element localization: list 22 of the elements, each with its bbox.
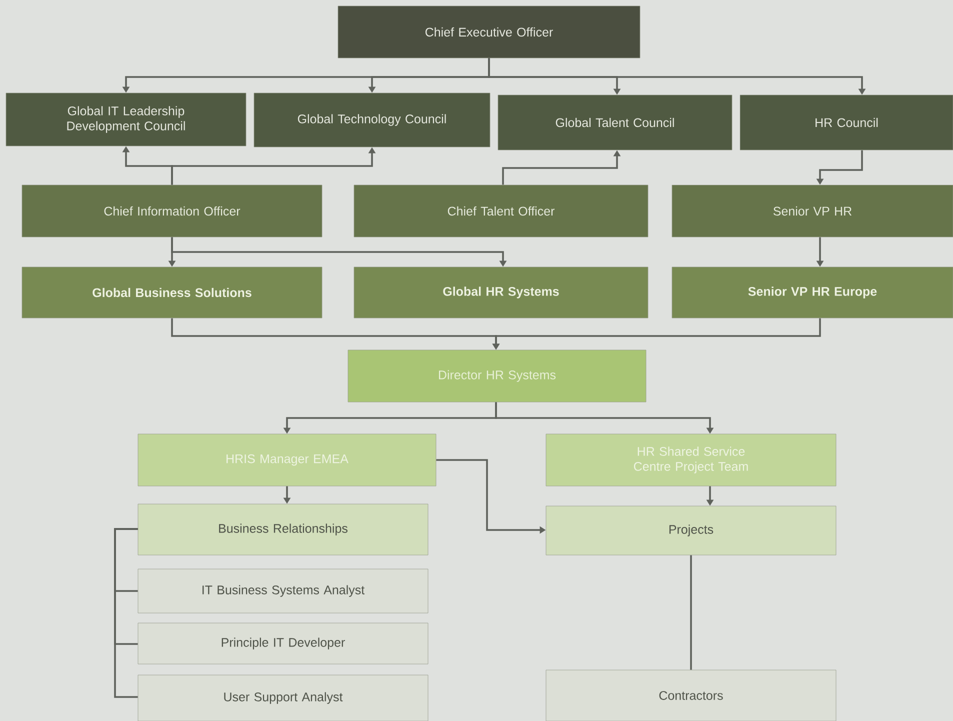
org-box: Senior VP HR Europe: [672, 266, 953, 318]
org-box: Projects: [546, 506, 836, 556]
org-box: Director HR Systems: [348, 350, 646, 402]
org-box: Principle IT Developer: [138, 622, 428, 664]
org-box: IT Business Systems Analyst: [138, 568, 428, 614]
connector: [114, 528, 138, 698]
org-box: Business Relationships: [138, 504, 428, 556]
org-box: Senior VP HR: [672, 184, 953, 238]
org-box: Global HR Systems: [354, 266, 648, 318]
org-box: HRIS Manager EMEA: [138, 434, 436, 486]
org-box: Chief Talent Officer: [354, 184, 648, 238]
org-box: Global Talent Council: [498, 94, 732, 150]
connector: [690, 555, 692, 670]
org-box: User Support Analyst: [138, 674, 428, 721]
org-box: Contractors: [546, 670, 836, 721]
org-box: Global IT Leadership Development Council: [6, 92, 246, 146]
org-box: HR Council: [740, 94, 953, 150]
org-box: Chief Information Officer: [22, 184, 322, 238]
org-box: Chief Executive Officer: [338, 6, 640, 58]
org-box: Global Technology Council: [254, 92, 490, 148]
org-box: HR Shared Service Centre Project Team: [546, 434, 836, 486]
org-box: Global Business Solutions: [22, 266, 322, 318]
